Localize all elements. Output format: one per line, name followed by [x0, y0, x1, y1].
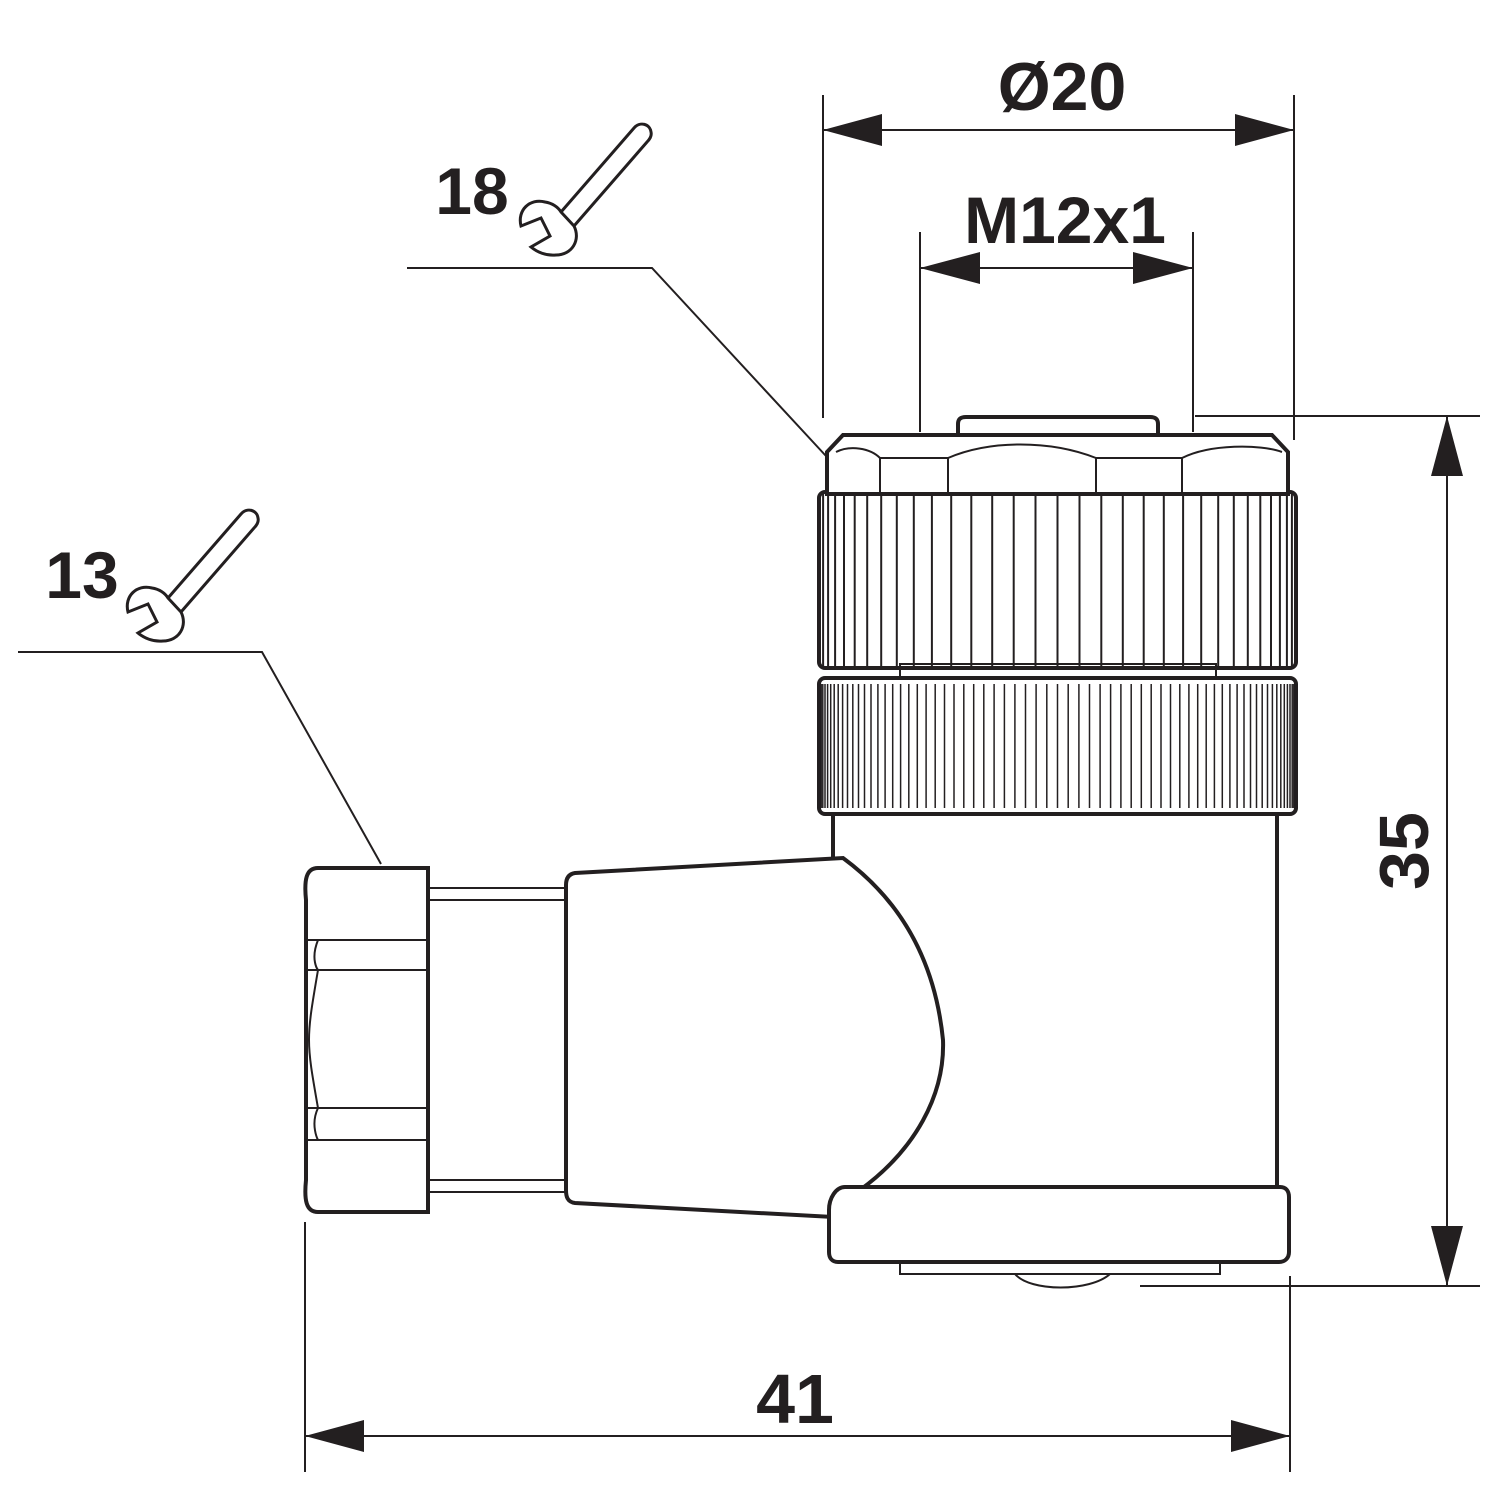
- arrow-right: [1133, 252, 1193, 284]
- knurled-ring-lower: [817, 676, 1298, 816]
- wrench-size-18: 18: [407, 122, 827, 457]
- label-wrench-lower: 13: [45, 538, 118, 612]
- hex-top: [825, 415, 1290, 496]
- label-outer-diameter: Ø20: [998, 49, 1127, 125]
- arrow-left: [920, 252, 980, 284]
- elbow: [564, 855, 946, 1220]
- label-height: 35: [1365, 812, 1443, 890]
- wrench-size-13: 13: [18, 508, 382, 865]
- connector-body: [303, 415, 1298, 1289]
- cable-gland-nut: [303, 866, 430, 1214]
- arrow-left: [305, 1420, 364, 1452]
- cable-tube: [427, 887, 569, 1193]
- arrow-top: [1431, 416, 1463, 476]
- contact-insert-top: [956, 415, 1160, 437]
- wrench-icon: [518, 122, 653, 257]
- dim-outer-diameter: Ø20: [822, 49, 1295, 440]
- arrow-bottom: [1431, 1226, 1463, 1286]
- dim-width: 41: [304, 1222, 1291, 1472]
- arrow-left: [823, 114, 882, 146]
- wrench-icon: [125, 508, 260, 643]
- label-width: 41: [756, 1360, 834, 1438]
- bottom-cap: [827, 1185, 1291, 1264]
- dim-thread: M12x1: [919, 183, 1194, 432]
- coupling-nut: [817, 490, 1298, 679]
- arrow-right: [1231, 1420, 1290, 1452]
- label-wrench-upper: 18: [435, 154, 508, 228]
- arrow-right: [1235, 114, 1294, 146]
- label-thread: M12x1: [964, 183, 1166, 257]
- leader-line-upper: [407, 267, 827, 457]
- dim-height: 35: [1140, 415, 1480, 1287]
- leader-line-lower: [18, 651, 382, 865]
